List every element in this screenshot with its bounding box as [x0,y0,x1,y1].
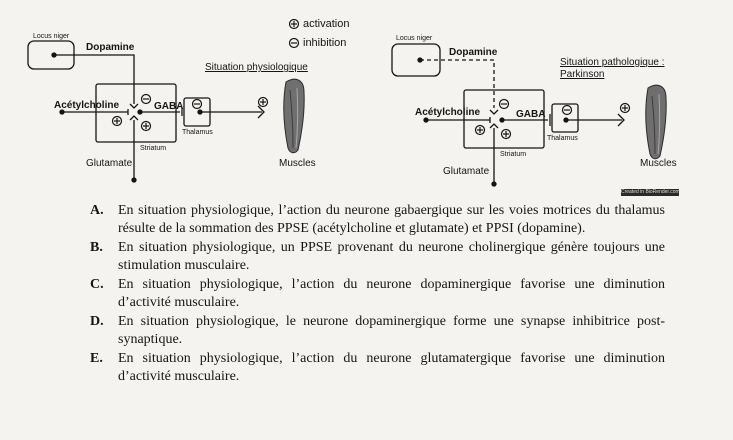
inhibition-legend-icon [288,37,300,49]
striatum-box-right [463,89,545,149]
thalamus-box-right [551,103,579,133]
dopamine-terminal-right [489,109,499,115]
activation-icon [111,115,123,127]
question-text: En situation physiologique, un PPSE prov… [118,240,665,273]
dopamine-label-left: Dopamine [86,42,135,53]
question-item-d: D. En situation physiologique, le neuron… [90,313,665,349]
dopamine-axon-left [54,54,135,104]
locus-niger-box-right [391,43,441,77]
acetylcholine-soma-right [423,117,429,123]
locus-niger-label-left: Locus niger [33,33,70,40]
question-text: En situation physiologique, l’action du … [118,277,665,310]
question-item-c: C. En situation physiologique, l’action … [90,276,665,312]
question-letter: A. [90,203,104,218]
activation-legend-icon [288,18,300,30]
question-letter: C. [90,277,104,292]
gaba-label-left: GABA [154,101,184,112]
dopamine-terminal-left [129,103,139,109]
muscles-label-left: Muscles [279,158,316,169]
inhibition-icon [140,93,152,105]
legend-activation: activation [303,18,350,30]
muscles-label-right: Muscles [640,158,677,169]
glutamate-terminal-left [129,115,139,121]
acetylcholine-label-right: Acétylcholine [415,107,481,118]
inhibition-icon [498,98,510,110]
legend-inhibition: inhibition [303,37,347,49]
situation-label-right-line1: Situation pathologique : [560,57,665,68]
question-letter: D. [90,314,104,329]
dopamine-label-right: Dopamine [449,47,498,58]
gaba-label-right: GABA [516,109,546,120]
question-item-e: E. En situation physiologique, l’action … [90,350,665,386]
dopamine-axon-right [420,59,495,108]
striatum-label-right: Striatum [500,151,527,158]
activation-icon [140,120,152,132]
situation-label-left: Situation physiologique [205,62,308,73]
question-letter: E. [90,351,103,366]
situation-label-right-line2: Parkinson [560,69,605,80]
dopamine-soma-right [417,57,423,63]
activation-icon [257,96,269,108]
question-letter: B. [90,240,103,255]
acetylcholine-label-left: Acétylcholine [54,100,120,111]
muscle-illustration-right [645,84,667,160]
neuro-diagram [27,18,667,187]
glutamate-soma-left [131,177,137,183]
thalamus-terminal-right [617,113,625,127]
thalamus-label-right: Thalamus [547,135,578,142]
question-text: En situation physiologique, l’action du … [118,203,665,236]
biorender-credit: Created in BioRender.com [621,189,679,196]
acetylcholine-soma-left [59,109,65,115]
question-text: En situation physiologique, l’action du … [118,351,665,384]
question-item-a: A. En situation physiologique, l’action … [90,202,665,238]
glutamate-label-right: Glutamate [443,166,490,177]
dopamine-soma-left [51,52,57,58]
question-list: A. En situation physiologique, l’action … [90,202,665,387]
thalamus-terminal-left [257,105,265,119]
striatum-label-left: Striatum [140,145,167,152]
activation-icon [500,128,512,140]
inhibition-icon [561,104,573,116]
question-text: En situation physiologique, le neurone d… [118,314,665,347]
glutamate-label-left: Glutamate [86,158,133,169]
activation-icon [474,124,486,136]
striatum-box-left [95,83,177,143]
activation-icon [619,102,631,114]
locus-niger-label-right: Locus niger [396,35,433,42]
inhibition-icon [191,98,203,110]
glutamate-terminal-right [489,123,499,129]
glutamate-soma-right [491,181,497,187]
muscle-illustration-left [283,78,305,154]
question-item-b: B. En situation physiologique, un PPSE p… [90,239,665,275]
thalamus-label-left: Thalamus [182,129,213,136]
